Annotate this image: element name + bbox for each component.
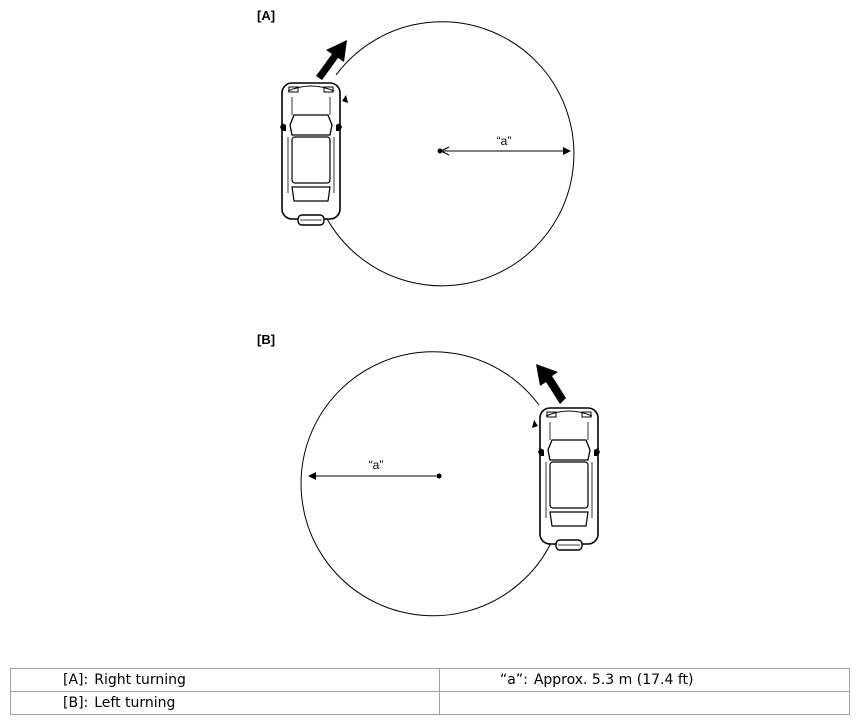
legend-key: [B]: (63, 695, 89, 711)
legend-row: [B]: Left turning (10, 691, 850, 715)
dimension-label-b: “a” (369, 458, 384, 472)
dimension-label-a: “a” (497, 134, 512, 148)
legend-cell (439, 691, 850, 715)
car-b (532, 407, 601, 551)
legend-cell: [B]: Left turning (10, 691, 440, 715)
legend-text: Approx. 5.3 m (17.4 ft) (533, 672, 694, 688)
legend-cell: “a”: Approx. 5.3 m (17.4 ft) (439, 668, 850, 692)
legend-key: [A]: (63, 672, 89, 688)
figure-label-b: [B] (257, 332, 276, 347)
diagram-svg: “a” “a” (279, 21, 601, 617)
legend-text: Right turning (94, 672, 186, 688)
turning-circle-b (300, 351, 553, 617)
diagram-a: “a” (279, 21, 575, 287)
legend-key: “a”: (500, 672, 528, 688)
diagram-b: “a” (300, 351, 601, 617)
turning-circle-a (321, 21, 575, 287)
legend-text: Left turning (94, 695, 176, 711)
legend-row: [A]: Right turning “a”: Approx. 5.3 m (17.… (10, 668, 850, 692)
figure-label-a: [A] (257, 8, 276, 23)
direction-arrow-b (536, 364, 566, 404)
car-a (279, 82, 348, 226)
legend-cell: [A]: Right turning (10, 668, 440, 692)
direction-arrow-a (316, 40, 347, 80)
turning-radius-diagram: “a” “a” [A] [B] (257, 8, 601, 617)
legend-table: [A]: Right turning “a”: Approx. 5.3 m (17.… (10, 668, 850, 715)
center-point-b (436, 473, 442, 479)
